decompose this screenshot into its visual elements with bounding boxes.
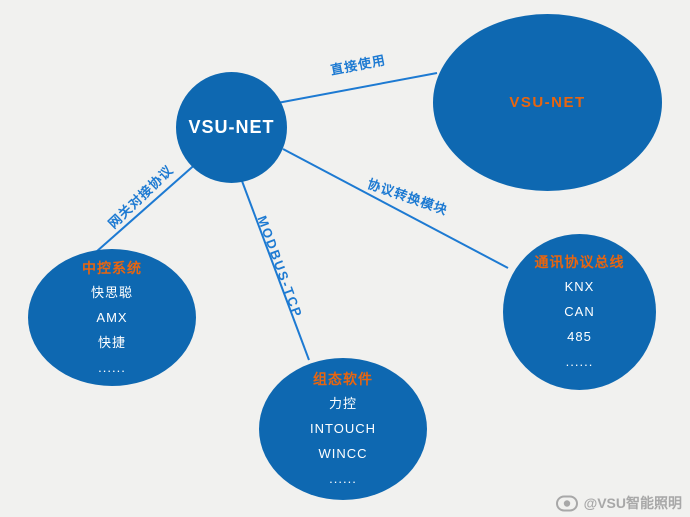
edge-label-protocol-converter: 协议转换模块 xyxy=(365,176,450,218)
central-control-item: 快思聪 xyxy=(90,284,133,300)
protocol-bus-title: 通讯协议总线 xyxy=(534,254,625,270)
protocol-bus-item: ...... xyxy=(565,354,594,369)
scada-item: ...... xyxy=(329,471,357,486)
node-protocol-bus: 通讯协议总线 KNX CAN 485 ...... xyxy=(503,234,656,390)
central-control-item: 快捷 xyxy=(97,334,126,350)
watermark: @VSU智能照明 xyxy=(555,493,682,513)
scada-item: INTOUCH xyxy=(310,421,376,436)
central-control-title: 中控系统 xyxy=(82,259,142,276)
node-vsu-net-hub: VSU-NET xyxy=(176,72,287,183)
protocol-bus-item: CAN xyxy=(564,304,595,319)
protocol-bus-item: 485 xyxy=(567,329,592,344)
scada-item: 力控 xyxy=(328,396,357,411)
node-central-control-system: 中控系统 快思聪 AMX 快捷 ...... xyxy=(28,249,196,386)
watermark-text: @VSU智能照明 xyxy=(583,495,682,511)
central-control-item: ...... xyxy=(98,359,126,375)
edge-line-direct-use xyxy=(271,72,438,105)
edge-label-modbus-tcp: MODBUS-TCP xyxy=(254,213,306,321)
node-vsu-net-cloud-label: VSU-NET xyxy=(509,94,586,111)
edge-label-gateway-protocol: 网关对接协议 xyxy=(105,162,177,232)
node-scada-software: 组态软件 力控 INTOUCH WINCC ...... xyxy=(259,358,427,500)
edge-label-direct-use: 直接使用 xyxy=(329,52,388,78)
scada-item: WINCC xyxy=(318,446,368,461)
watermark-logo-icon xyxy=(555,495,578,511)
protocol-bus-item: KNX xyxy=(564,279,595,294)
node-vsu-net-hub-label: VSU-NET xyxy=(188,117,275,137)
scada-title: 组态软件 xyxy=(313,371,373,387)
central-control-item: AMX xyxy=(96,309,128,325)
node-vsu-net-cloud: VSU-NET xyxy=(433,14,662,191)
